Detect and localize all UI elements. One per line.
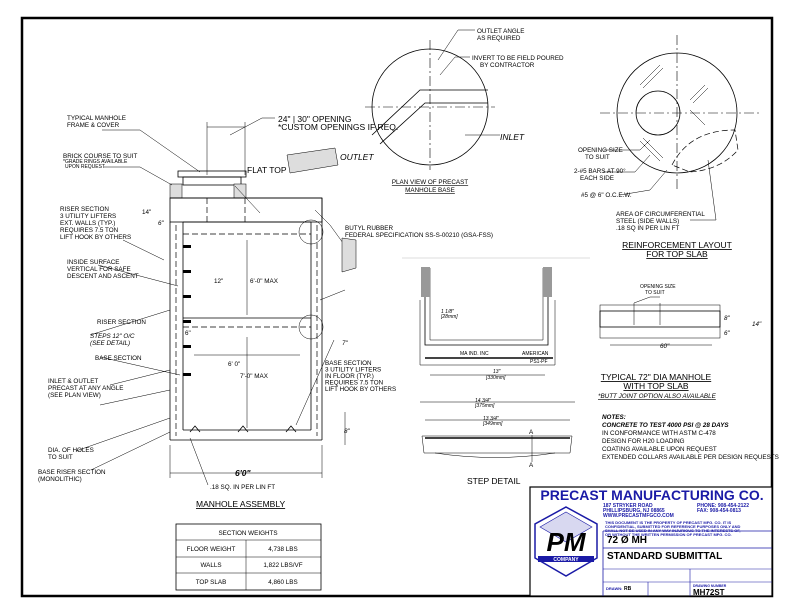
label-base-riser: BASE RISER SECTION(MONOLITHIC) — [38, 469, 106, 483]
drawing-title-2: STANDARD SUBMITTAL — [607, 551, 722, 562]
dim-base-max: 7'-0" MAX — [240, 373, 269, 380]
label-inlet: INLET — [500, 132, 525, 142]
step-dim-2: 13"[330mm] — [485, 369, 506, 381]
step-dim-3: 14 3/4"[375mm] — [474, 398, 495, 409]
drawing-number-label: DRAWING NUMBER — [693, 584, 727, 588]
company-name: PRECAST MANUFACTURING CO. — [540, 487, 763, 503]
label-flat-top: FLAT TOP — [247, 165, 287, 175]
notes-heading: NOTES: — [602, 414, 626, 421]
dim-12: 12" — [214, 278, 223, 285]
step-detail — [402, 257, 590, 462]
step-dim-4: 13 3/4"[349mm] — [482, 416, 503, 427]
slab-dim-8: 8" — [724, 315, 731, 322]
label-opening: 24" | 30" OPENING*CUSTOM OPENINGS IF REQ… — [278, 114, 398, 132]
notes-bold: CONCRETE TO TEST 4000 PSI @ 28 DAYS — [602, 422, 729, 429]
slab-dim-6: 6" — [724, 330, 731, 337]
label-steel: .18 SQ. IN PER LIN FT — [210, 484, 275, 491]
butt-joint-note: *BUTT JOINT OPTION ALSO AVAILABLE — [598, 393, 717, 400]
drawing-number: MH72ST — [693, 588, 725, 597]
weights-title: SECTION WEIGHTS — [218, 530, 277, 537]
drawn-label: DRAWN: — [606, 586, 622, 591]
dim-riser-max: 6'-0" MAX — [250, 278, 279, 285]
slab-dim-60: 60" — [660, 343, 670, 350]
disclaimer: THIS DOCUMENT IS THE PROPERTY OF PRECAST… — [605, 520, 741, 537]
step-mark-1: MA IND. INC — [460, 351, 489, 357]
manhole-assembly — [75, 117, 346, 486]
section-a-bottom: A — [529, 462, 534, 469]
sheet-border — [20, 16, 774, 598]
label-steps: STEPS 12" O/C(SEE DETAIL) — [90, 333, 135, 347]
label-base-section: BASE SECTION — [95, 355, 142, 362]
company-fax: FAX: 908-454-0813 — [697, 508, 741, 514]
dim-inner-dia: 6' 0" — [228, 361, 240, 368]
dim-14: 14" — [142, 209, 151, 216]
plan-view — [365, 29, 500, 170]
weights-value-walls: 1,822 LBS/VF — [263, 562, 302, 569]
step-mark-2: AMERICAN — [522, 351, 549, 357]
dim-6-joint: 6" — [185, 330, 191, 337]
step-mark-3: PS1-PF — [530, 359, 548, 365]
label-bars: 2-#5 BARS AT 90°EACH SIDE — [574, 167, 626, 182]
slab-dim-14: 14" — [752, 321, 762, 328]
dim-7: 7" — [342, 340, 349, 347]
weights-label-floor: FLOOR WEIGHT — [187, 546, 236, 553]
title-block: PM COMPANY — [529, 486, 773, 597]
dim-6-top: 6" — [158, 220, 165, 227]
section-a-top: A — [529, 429, 534, 436]
label-outlet: OUTLET — [340, 152, 374, 162]
weights-label-walls: WALLS — [200, 562, 221, 569]
svg-text:PM: PM — [547, 527, 587, 557]
company-phone: PHONE: 908-454-2122 — [697, 503, 749, 509]
step-detail-title: STEP DETAIL — [467, 476, 521, 486]
top-slab-section — [599, 296, 721, 346]
drawing-title-1: 72 Ø MH — [607, 535, 647, 546]
dim-8: 8" — [344, 428, 351, 435]
dim-outer-dia: 6'0" — [235, 468, 251, 478]
reinforcement-layout — [600, 35, 760, 221]
outlet-pipe-detail — [286, 147, 357, 273]
drawn-value: RB — [624, 586, 632, 592]
step-dim-1: 1 1/8"[28mm] — [440, 309, 458, 320]
section-weights-table — [175, 523, 322, 591]
svg-text:COMPANY: COMPANY — [553, 557, 579, 563]
assembly-title: MANHOLE ASSEMBLY — [196, 499, 285, 509]
weights-value-top-slab: 4,860 LBS — [268, 579, 297, 586]
weights-label-top-slab: TOP SLAB — [196, 579, 227, 586]
label-riser-section: RISER SECTION — [97, 319, 146, 326]
company-logo: PM COMPANY — [534, 506, 598, 577]
weights-value-floor: 4,738 LBS — [268, 546, 297, 553]
label-brick-course: BRICK COURSE TO SUIT*GRADE RINGS AVAILAB… — [63, 153, 137, 170]
label-ocew: #5 @ 6" O.C.E.W. — [581, 192, 632, 199]
